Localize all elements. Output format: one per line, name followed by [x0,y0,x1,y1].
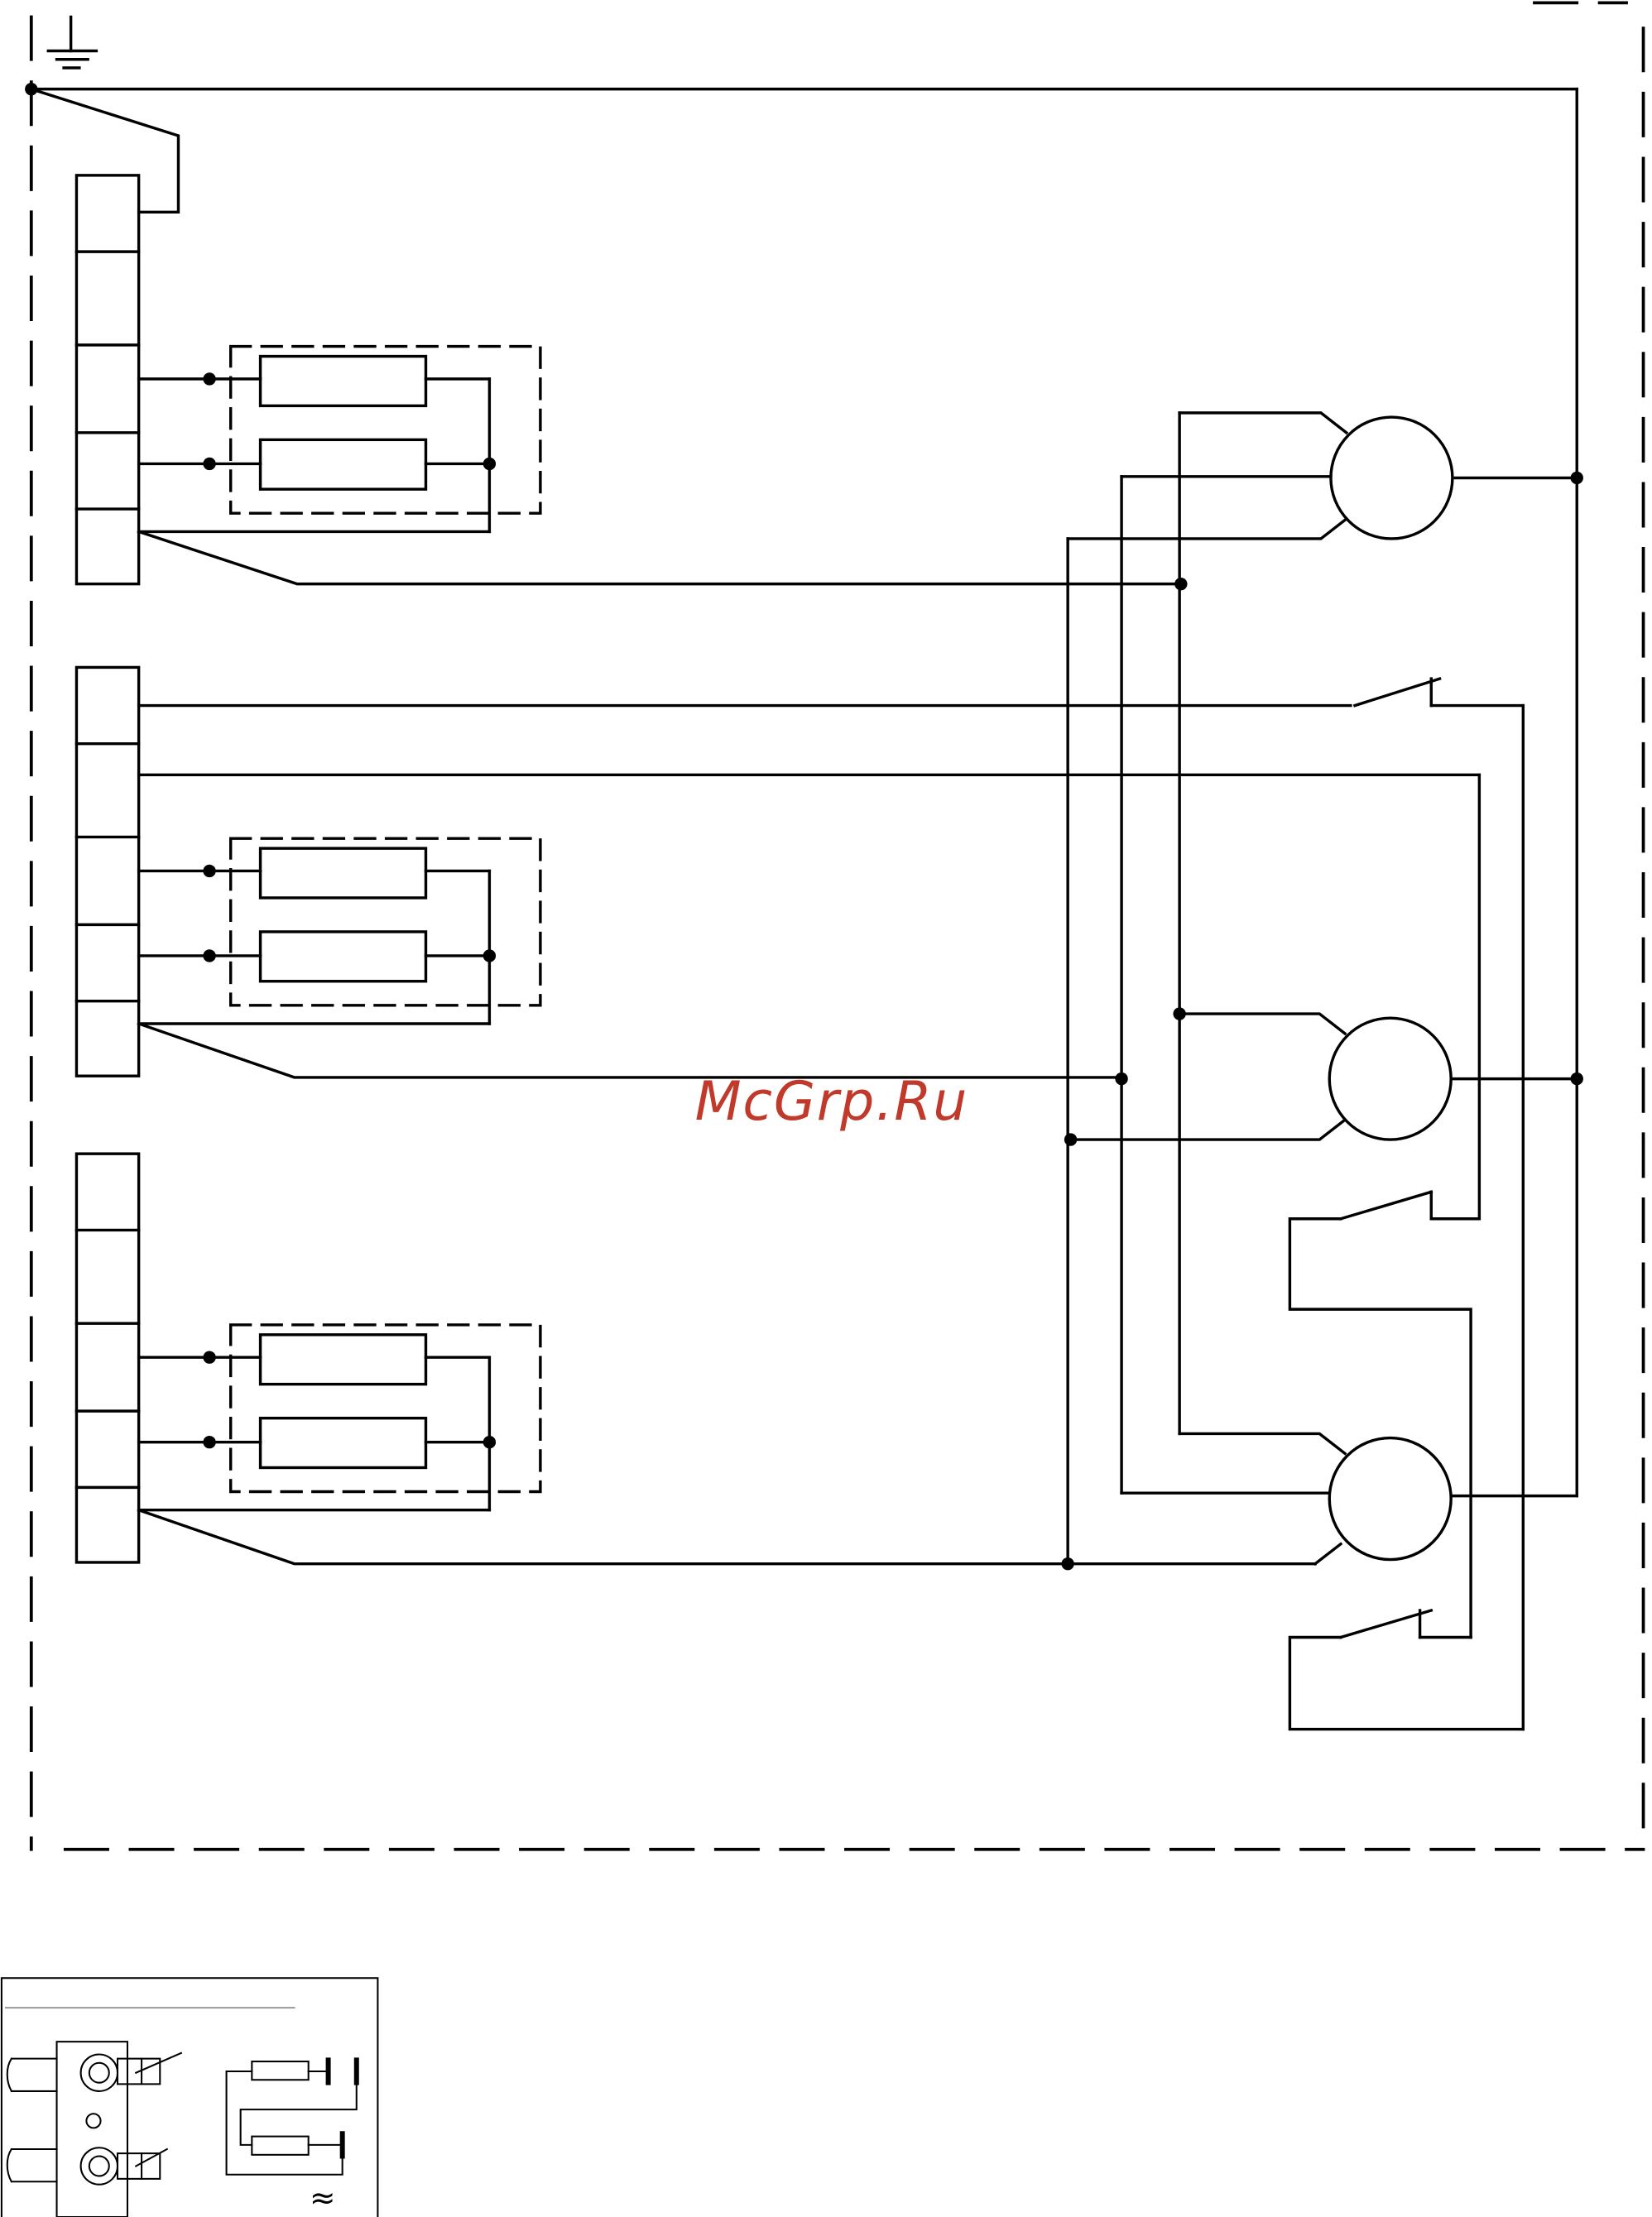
ground-icon [48,17,96,69]
enclosure-border [31,2,1644,1849]
switch-1 [1355,679,1523,1729]
inset-approx-symbol: ≈ [310,2180,336,2216]
switch-3 [1289,1610,1523,1730]
motor-icon [1329,1018,1451,1140]
junction-icon [483,1436,496,1448]
junction-icon [203,1436,215,1448]
resistor-pair-2 [139,838,1121,1077]
junction-dots [25,83,1583,1570]
junction-icon [483,458,496,470]
terminal-block-3 [76,1154,138,1562]
junction-icon [1174,578,1187,590]
screw-icon [86,2114,100,2128]
junction-icon [203,949,215,962]
motor-3 [1121,1433,1577,1563]
resistor-icon [261,1418,426,1468]
junction-icon [1115,1073,1127,1085]
switch-feed-lines [139,706,1480,1219]
earth-bus [31,89,1577,1496]
switch-2 [1289,1192,1471,1637]
motor-2 [1068,1014,1577,1140]
junction-icon [1061,1557,1073,1570]
resistor-icon [252,2137,308,2155]
resistor-icon [252,2061,308,2080]
resistor-icon [261,848,426,898]
terminal-block-1 [76,175,138,584]
junction-icon [483,949,496,962]
connector-icon [81,2055,118,2091]
junction-icon [203,372,215,385]
watermark-text: McGrp.Ru [695,1071,968,1133]
resistor-pair-1 [139,347,1181,584]
terminal-block-2 [76,667,138,1076]
resistor-icon [261,357,426,406]
resistor-icon [261,1335,426,1384]
junction-icon [25,83,37,95]
junction-icon [203,458,215,470]
distribution-buses [1068,413,1179,1564]
junction-icon [1571,1073,1583,1085]
junction-icon [1571,472,1583,484]
motor-1 [1068,413,1577,539]
resistor-icon [261,439,426,489]
resistor-pair-3 [139,1325,1316,1564]
resistor-icon [261,932,426,981]
motor-icon [1329,1438,1451,1560]
junction-icon [1064,1133,1077,1145]
connector-icon [81,2147,118,2184]
junction-icon [203,1351,215,1364]
junction-icon [203,865,215,877]
junction-icon [1173,1007,1185,1020]
motor-icon [1331,417,1453,539]
